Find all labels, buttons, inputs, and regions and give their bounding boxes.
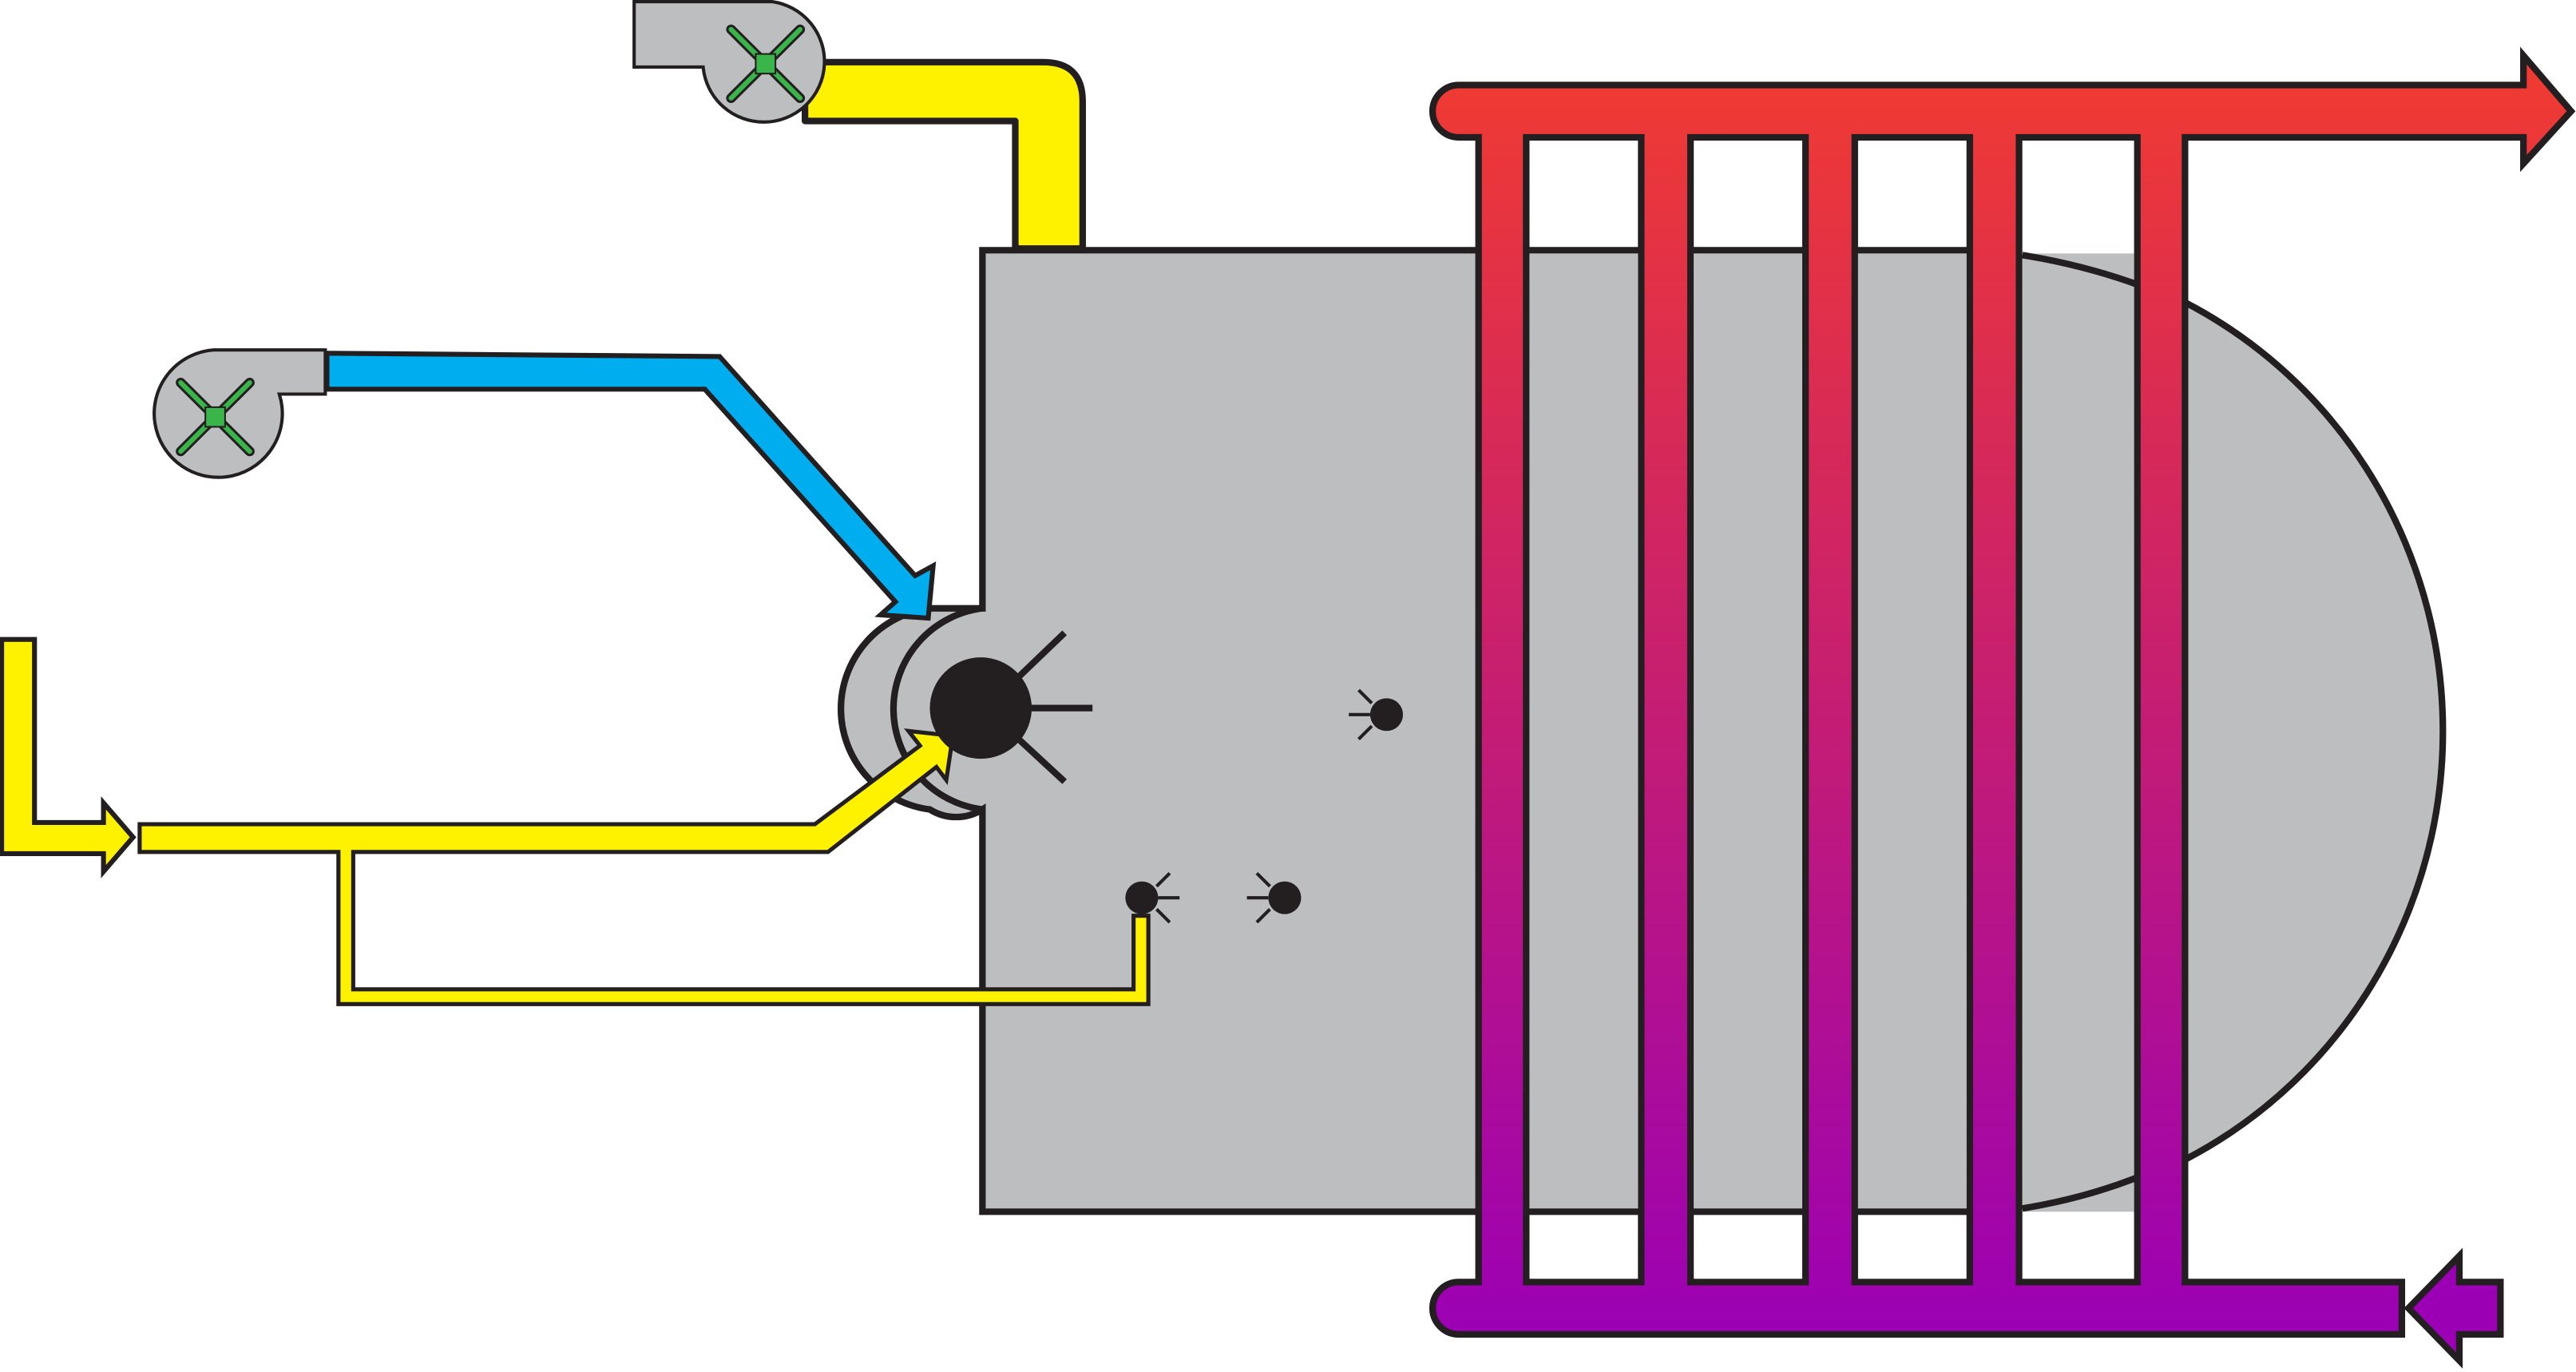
main-burner-icon xyxy=(929,630,1093,784)
top-fan-housing xyxy=(632,0,826,124)
fuel-inlet-arrow xyxy=(0,636,137,878)
centrifugal-fan-icon xyxy=(726,24,806,104)
pilot-burner-icon xyxy=(1246,872,1302,924)
pilot-burner-icon xyxy=(1125,872,1180,924)
fuel-line-main xyxy=(137,728,1151,1006)
pilot-burner-icon xyxy=(1349,688,1404,740)
inlet-arrow-icon xyxy=(2404,1247,2504,1369)
left-fan xyxy=(153,348,327,479)
tube-bundle xyxy=(1429,46,2576,1338)
left-fan-housing xyxy=(153,348,327,479)
top-fan xyxy=(632,0,826,124)
centrifugal-fan-icon xyxy=(176,378,255,457)
air-line xyxy=(324,351,937,621)
fuel-line-top xyxy=(802,58,1086,252)
burner-port xyxy=(890,605,983,813)
